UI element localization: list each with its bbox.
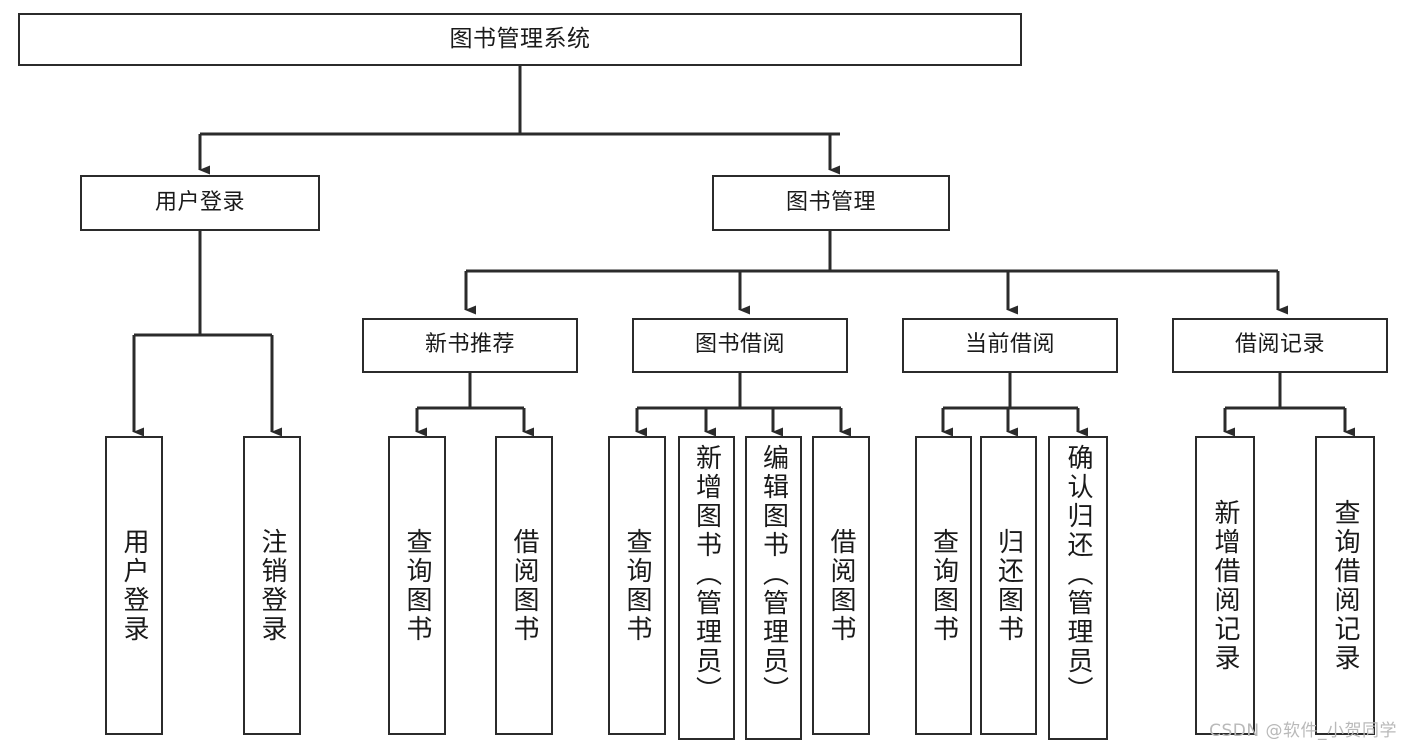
leaf-user-login-login[interactable]: 用户登录 (105, 436, 163, 735)
leaf-new-book-query[interactable]: 查询图书 (388, 436, 446, 735)
node-label: 新增图书（管理员） (691, 444, 722, 705)
node-borrow-record[interactable]: 借阅记录 (1172, 318, 1388, 373)
node-new-book-recommend[interactable]: 新书推荐 (362, 318, 578, 373)
node-current-borrow[interactable]: 当前借阅 (902, 318, 1118, 373)
node-label: 注销登录 (257, 527, 287, 644)
node-label: 确认归还（管理员） (1063, 444, 1093, 705)
node-label: 借阅图书 (509, 527, 539, 644)
leaf-current-query-book[interactable]: 查询图书 (915, 436, 972, 735)
node-root-system[interactable]: 图书管理系统 (18, 13, 1022, 66)
node-label: 图书管理系统 (449, 25, 591, 52)
watermark-text: CSDN @软件_小贺同学 (1209, 721, 1397, 741)
node-label: 查询图书 (622, 527, 652, 644)
node-label: 借阅记录 (1234, 332, 1325, 358)
leaf-current-confirm-return-admin[interactable]: 确认归还（管理员） (1048, 436, 1108, 740)
node-label: 借阅图书 (826, 527, 856, 644)
node-label: 查询图书 (402, 527, 432, 644)
node-label: 新书推荐 (424, 332, 515, 358)
node-book-management[interactable]: 图书管理 (712, 175, 950, 231)
leaf-borrow-query-book[interactable]: 查询图书 (608, 436, 666, 735)
leaf-record-query-record[interactable]: 查询借阅记录 (1315, 436, 1375, 735)
node-label: 查询图书 (928, 527, 959, 644)
node-label: 用户登录 (119, 527, 149, 644)
node-label: 编辑图书（管理员） (758, 444, 789, 705)
node-user-login[interactable]: 用户登录 (80, 175, 320, 231)
node-label: 当前借阅 (964, 332, 1055, 358)
leaf-user-login-logout[interactable]: 注销登录 (243, 436, 301, 735)
node-book-borrow[interactable]: 图书借阅 (632, 318, 848, 373)
node-label: 图书管理 (785, 189, 876, 215)
node-label: 查询借阅记录 (1330, 498, 1360, 673)
leaf-new-book-borrow[interactable]: 借阅图书 (495, 436, 553, 735)
leaf-borrow-edit-book-admin[interactable]: 编辑图书（管理员） (745, 436, 802, 740)
node-label: 图书借阅 (694, 332, 785, 358)
node-label: 新增借阅记录 (1210, 498, 1240, 673)
leaf-borrow-add-book-admin[interactable]: 新增图书（管理员） (678, 436, 735, 740)
leaf-current-return-book[interactable]: 归还图书 (980, 436, 1037, 735)
node-label: 用户登录 (154, 189, 245, 215)
node-label: 归还图书 (993, 527, 1024, 644)
leaf-borrow-borrow-book[interactable]: 借阅图书 (812, 436, 870, 735)
leaf-record-add-record[interactable]: 新增借阅记录 (1195, 436, 1255, 735)
